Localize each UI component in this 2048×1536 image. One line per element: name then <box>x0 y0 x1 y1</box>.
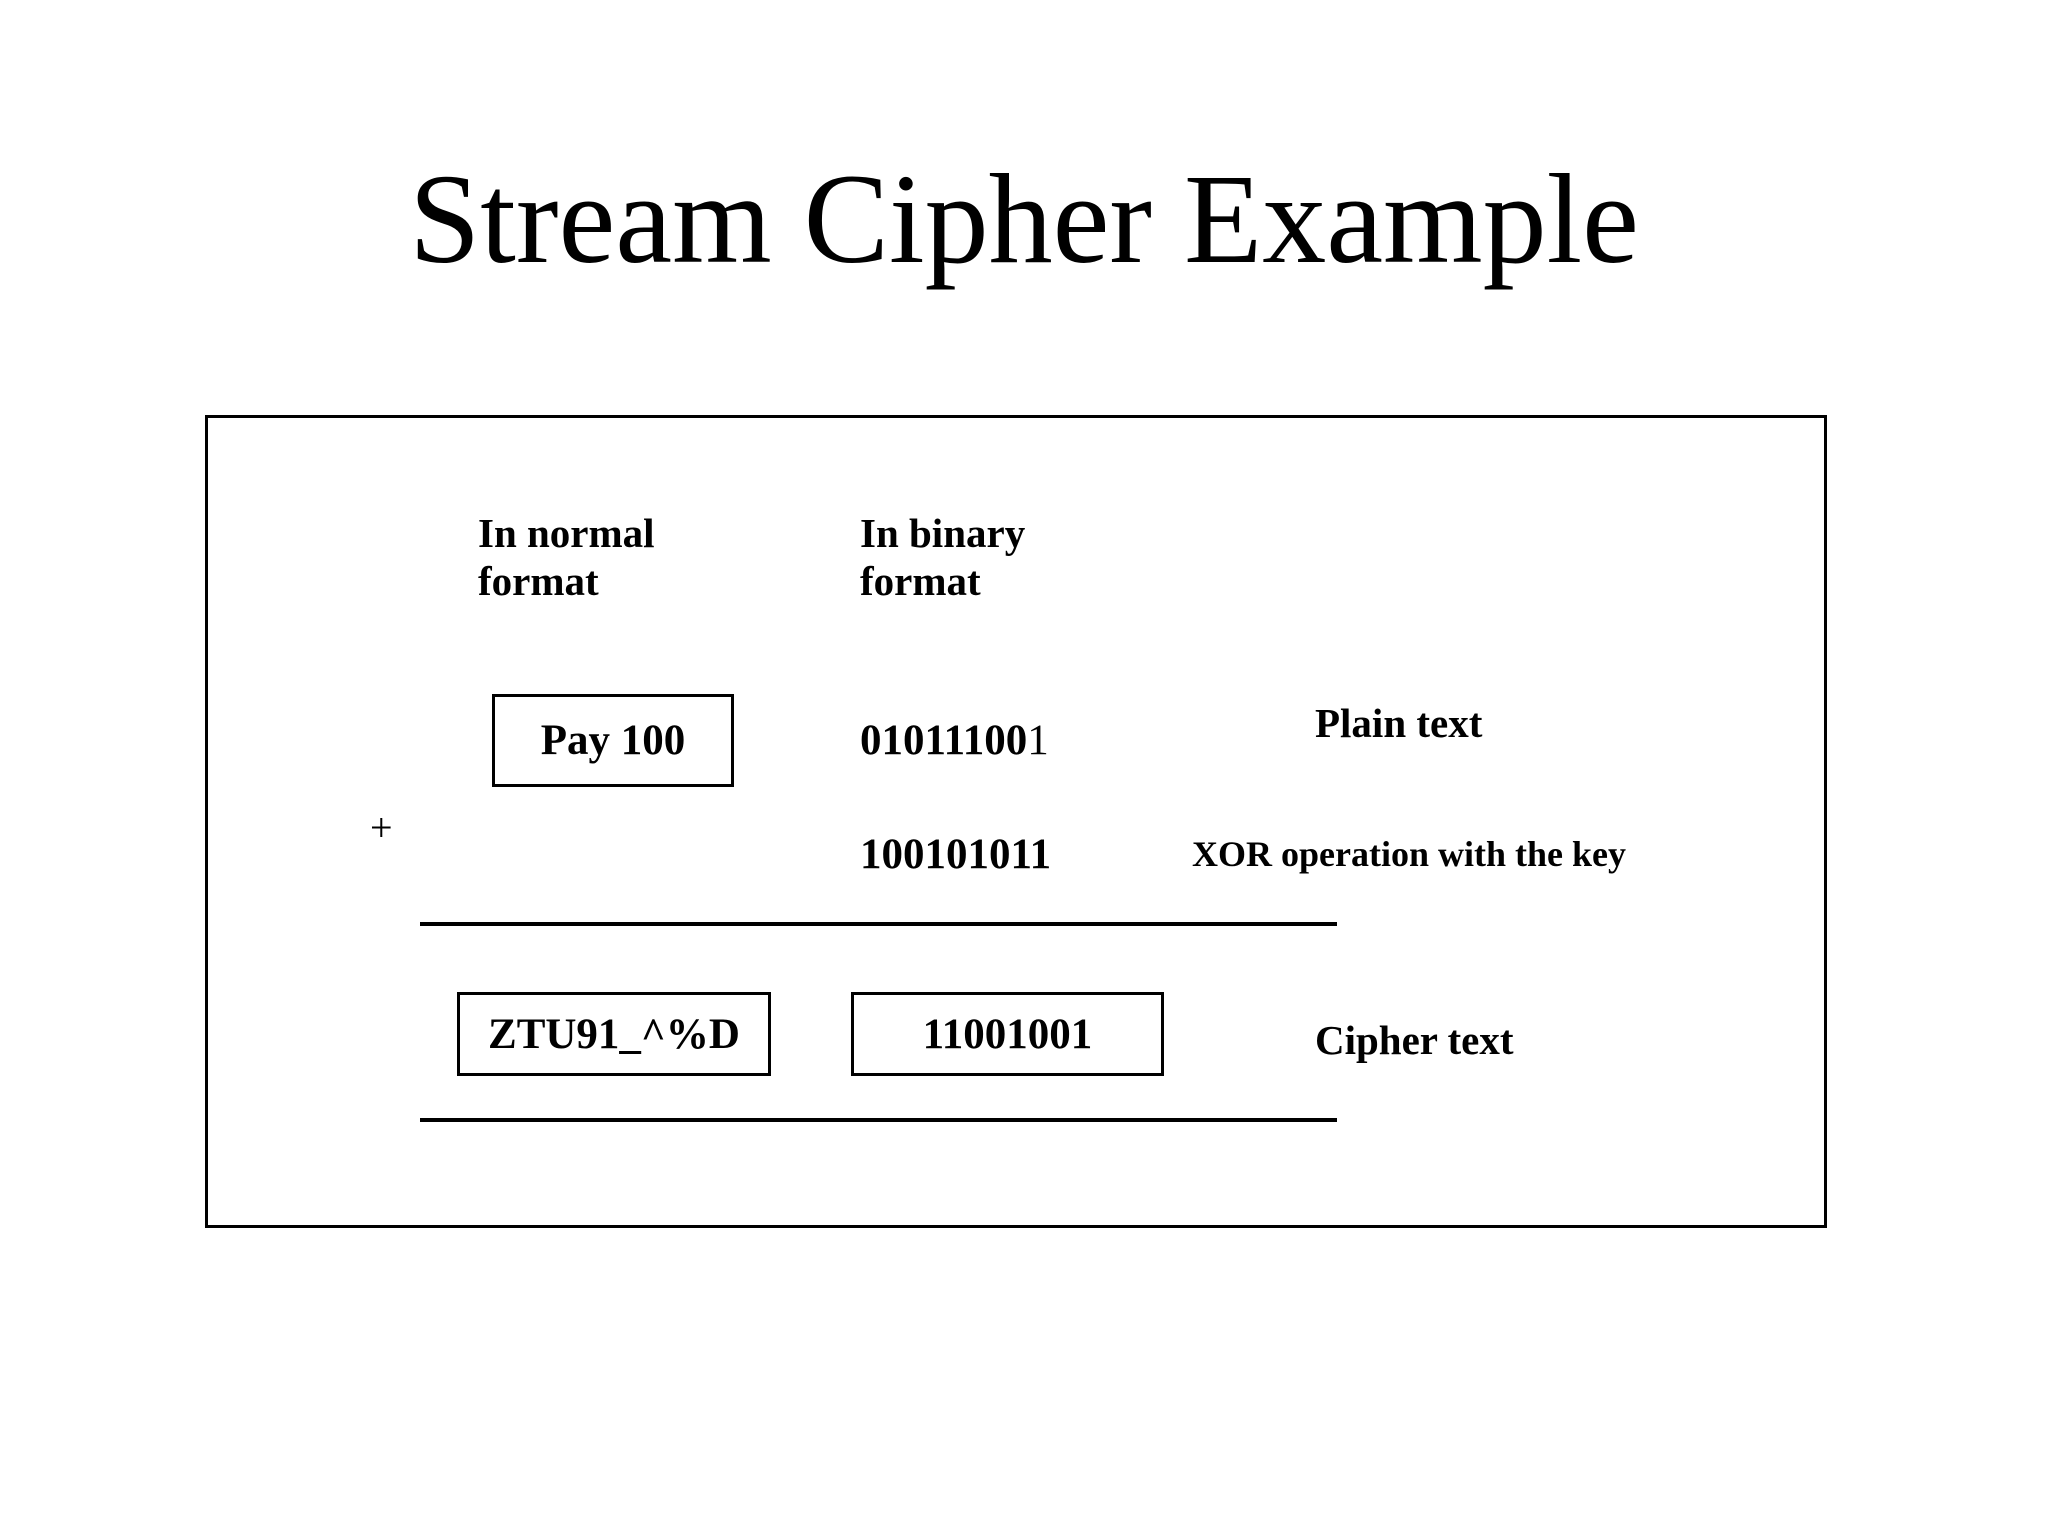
column-header-binary-format: In binary format <box>860 510 1026 604</box>
plain-text-normal-value: Pay 100 <box>540 717 686 764</box>
plain-text-binary-trailing-digit: 1 <box>1027 717 1049 764</box>
cipher-text-normal-value: ZTU91_^%D <box>488 1010 740 1058</box>
annotation-cipher-text: Cipher text <box>1315 1017 1514 1063</box>
diagram-frame <box>205 415 1827 1228</box>
column-header-normal-format: In normal format <box>478 510 655 604</box>
cipher-text-binary-value: 11001001 <box>922 1010 1093 1058</box>
cipher-text-normal-box: ZTU91_^%D <box>457 992 771 1076</box>
plus-operator: + <box>370 805 393 850</box>
divider-after-cipher-text <box>420 1118 1337 1122</box>
divider-after-key <box>420 922 1337 926</box>
cipher-text-binary-box: 11001001 <box>851 992 1164 1076</box>
plain-text-normal-box: Pay 100 <box>492 694 734 787</box>
annotation-plain-text: Plain text <box>1315 700 1483 746</box>
page-title: Stream Cipher Example <box>409 148 1639 290</box>
plain-text-binary-value: 010111001 <box>860 716 1049 766</box>
key-binary-value: 100101011 <box>860 831 1052 878</box>
plain-text-binary-bold-part: 01011100 <box>860 717 1028 764</box>
annotation-xor-operation: XOR operation with the key <box>1192 834 1626 874</box>
